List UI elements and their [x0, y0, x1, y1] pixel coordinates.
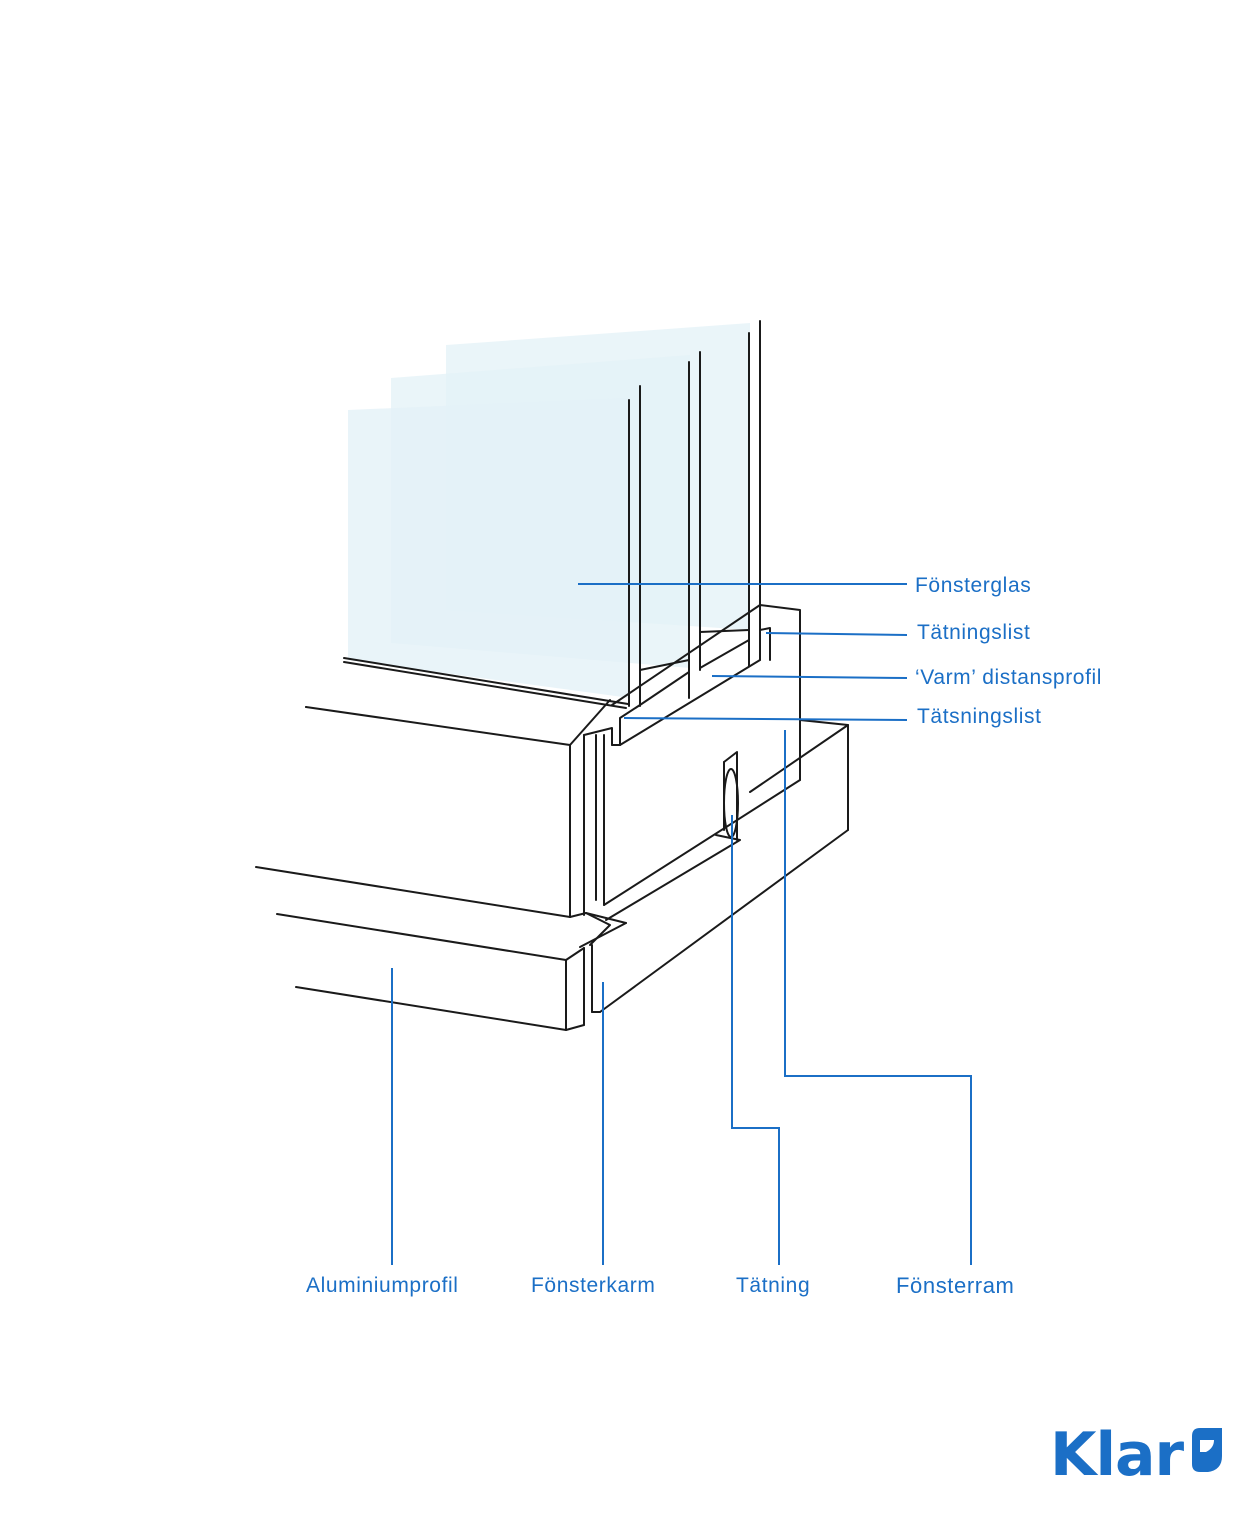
- brand-logo: Klar: [1050, 1420, 1184, 1490]
- section-outline: [255, 320, 849, 1031]
- label-fonsterram: Fönsterram: [896, 1273, 1015, 1298]
- label-aluminiumprofil: Aluminiumprofil: [306, 1274, 459, 1297]
- label-tatsningslist: Tätsningslist: [917, 705, 1042, 728]
- label-fonsterglas: Fönsterglas: [915, 574, 1032, 597]
- callout-line-tatsningslist: [623, 717, 908, 721]
- callout-line-tatning: [731, 815, 780, 1265]
- callout-line-fonsterram: [784, 730, 972, 1265]
- label-tatningslist: Tätningslist: [917, 621, 1031, 644]
- label-tatning: Tätning: [736, 1274, 811, 1297]
- glass-panes: [348, 323, 750, 698]
- callout-line-distansprofil: [711, 675, 908, 679]
- label-varm-distansprofil: ‘Varm’ distansprofil: [915, 666, 1103, 689]
- label-fonsterkarm: Fönsterkarm: [531, 1274, 656, 1297]
- glass-pane-front: [348, 398, 630, 698]
- leaf-mark-icon: [1192, 1428, 1222, 1472]
- callout-lines: [391, 583, 972, 1265]
- callout-line-tatningslist: [765, 632, 908, 636]
